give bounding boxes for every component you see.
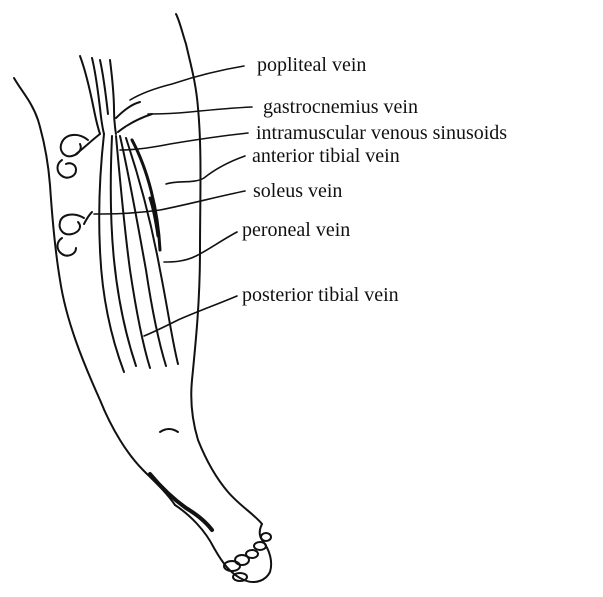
label-gastrocnemius-vein: gastrocnemius vein xyxy=(263,96,418,118)
leader-anterior-tibial xyxy=(166,156,245,184)
toe-5 xyxy=(261,533,271,541)
leader-soleus xyxy=(94,191,245,214)
label-soleus-vein: soleus vein xyxy=(253,180,342,202)
knee-contour-1 xyxy=(80,56,100,134)
sinusoid-loop-upper-2 xyxy=(58,160,77,178)
sinusoid-loop-upper xyxy=(61,135,88,156)
knee-contour-2 xyxy=(100,60,108,114)
sinusoid-loop-lower-2 xyxy=(58,238,77,256)
leg-outline-back xyxy=(14,78,175,505)
leg-outline-front xyxy=(176,14,262,524)
label-peroneal-vein: peroneal vein xyxy=(242,219,350,241)
gastrocnemius-branch-2 xyxy=(118,114,152,132)
anterior-tibial-vein-line xyxy=(132,140,160,250)
leader-popliteal xyxy=(130,66,244,100)
popliteal-vein-right xyxy=(110,60,116,134)
foot-sole-shadow xyxy=(150,474,212,530)
gastrocnemius-branch xyxy=(116,102,140,118)
label-intramuscular-venous-sinusoids: intramuscular venous sinusoids xyxy=(256,122,507,144)
toe-3 xyxy=(246,550,258,558)
label-popliteal-vein: popliteal vein xyxy=(257,54,366,76)
leader-posterior-tibial xyxy=(144,296,237,336)
leader-sinusoids xyxy=(120,133,248,150)
toe-4 xyxy=(254,542,266,550)
leader-gastrocnemius xyxy=(148,107,252,114)
ankle-mark xyxy=(160,429,178,432)
label-posterior-tibial-vein: posterior tibial vein xyxy=(242,284,399,306)
label-anterior-tibial-vein: anterior tibial vein xyxy=(252,145,400,167)
vein-line-2 xyxy=(111,136,136,366)
sinusoid-loop-lower xyxy=(60,215,84,235)
vein-line-5 xyxy=(126,138,178,364)
soleus-connector xyxy=(84,212,92,224)
